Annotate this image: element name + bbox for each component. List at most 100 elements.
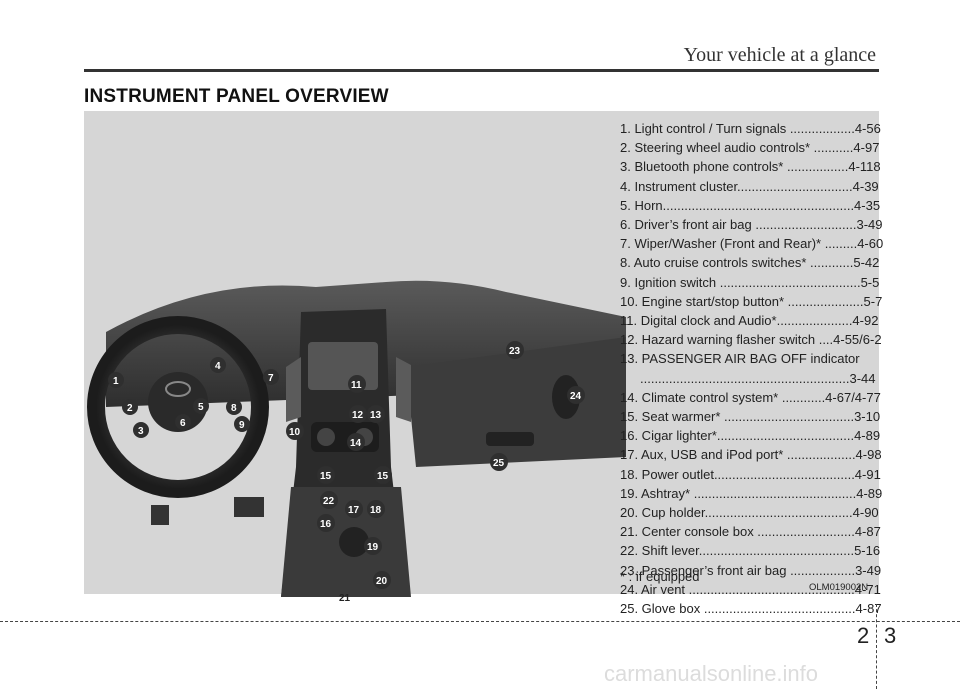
svg-text:21: 21 [339, 593, 351, 604]
chapter-number: 2 [857, 623, 870, 648]
callout-9: 9 [234, 416, 250, 432]
callout-25: 25 [490, 453, 508, 471]
callout-6: 6 [175, 414, 191, 430]
legend-item: 22. Shift lever.........................… [620, 543, 881, 559]
callout-5: 5 [193, 398, 209, 414]
legend-list: 1. Light control / Turn signals ........… [620, 119, 884, 618]
callout-15a: 15 [317, 466, 335, 484]
brake-pedal [151, 505, 169, 525]
callout-18: 18 [367, 500, 385, 518]
legend-item: 8. Auto cruise controls switches* ......… [620, 255, 880, 271]
legend-item: 2. Steering wheel audio controls* ......… [620, 140, 880, 156]
legend-item: 13. PASSENGER AIR BAG OFF indicator ....… [620, 349, 876, 387]
svg-text:16: 16 [320, 519, 332, 530]
legend-item: 12. Hazard warning flasher switch ....4-… [620, 332, 882, 348]
legend-item: 11. Digital clock and Audio*............… [620, 313, 879, 329]
legend-item: 3. Bluetooth phone controls* ...........… [620, 159, 881, 175]
watermark: carmanualsonline.info [604, 661, 819, 686]
left-center-vent [286, 357, 301, 422]
legend-item: 14. Climate control system* ............… [620, 389, 881, 405]
svg-text:22: 22 [323, 496, 335, 507]
page-separator [876, 604, 877, 689]
svg-text:2: 2 [127, 403, 133, 414]
svg-text:12: 12 [352, 410, 364, 421]
svg-text:3: 3 [138, 426, 144, 437]
callout-21: 21 [339, 593, 351, 604]
right-center-vent [396, 357, 411, 422]
callout-4: 4 [210, 357, 226, 373]
callout-2: 2 [122, 399, 138, 415]
section-header: Your vehicle at a glance [683, 44, 876, 66]
legend-item: 10. Engine start/stop button* ..........… [620, 293, 883, 309]
legend-item: 6. Driver’s front air bag ..............… [620, 217, 883, 233]
footnote: * : if equipped [620, 569, 700, 584]
svg-text:11: 11 [351, 380, 362, 391]
accelerator-pedal [234, 497, 264, 517]
svg-text:23: 23 [509, 346, 521, 357]
svg-text:15: 15 [320, 471, 332, 482]
glove-box-area [406, 337, 626, 467]
legend-item: 24. Air vent ...........................… [620, 581, 881, 597]
callout-15b: 15 [374, 466, 392, 484]
callout-23: 23 [506, 341, 524, 359]
page-number: 3 [884, 623, 897, 648]
callout-22: 22 [320, 491, 338, 509]
side-air-vent [552, 375, 580, 419]
svg-text:8: 8 [231, 403, 237, 414]
svg-text:4: 4 [215, 361, 221, 372]
legend-item: 4. Instrument cluster...................… [620, 178, 879, 194]
svg-text:6: 6 [180, 418, 186, 429]
legend-item: 25. Glove box ..........................… [620, 601, 882, 617]
glove-box-handle [486, 432, 534, 446]
audio-screen [308, 342, 378, 390]
callout-13: 13 [367, 405, 385, 423]
callout-17: 17 [345, 500, 363, 518]
legend-item: 18. Power outlet........................… [620, 466, 881, 482]
callout-11: 11 [348, 375, 366, 393]
svg-text:10: 10 [289, 427, 301, 438]
legend-item: 23. Passenger’s front air bag ..........… [620, 562, 882, 578]
callout-3: 3 [133, 422, 149, 438]
svg-text:1: 1 [113, 376, 119, 387]
svg-text:18: 18 [370, 505, 382, 516]
svg-text:9: 9 [239, 420, 245, 431]
shift-lever [339, 527, 369, 557]
svg-text:24: 24 [570, 391, 582, 402]
callout-12: 12 [349, 405, 367, 423]
svg-text:15: 15 [377, 471, 389, 482]
svg-text:13: 13 [370, 410, 382, 421]
legend-item-text: 13. PASSENGER AIR BAG OFF indicator [620, 351, 860, 367]
figure-panel: 1 2 3 4 5 6 7 8 9 10 11 12 13 14 15 15 1… [84, 111, 879, 604]
svg-text:17: 17 [348, 505, 360, 516]
callout-markers: 1 2 3 4 5 6 7 8 9 10 11 12 13 14 15 15 1… [108, 341, 585, 604]
header-rule [84, 69, 879, 72]
callout-20: 20 [373, 571, 391, 589]
callout-10: 10 [286, 422, 304, 440]
legend-item: 17. Aux, USB and iPod port* ............… [620, 447, 882, 463]
callout-24: 24 [567, 386, 585, 404]
svg-text:7: 7 [268, 373, 274, 384]
legend-item: 1. Light control / Turn signals ........… [620, 121, 881, 136]
callout-14: 14 [347, 433, 365, 451]
legend-item: 9. Ignition switch .....................… [620, 274, 880, 290]
steering-wheel [87, 316, 269, 498]
svg-text:19: 19 [367, 542, 379, 553]
steering-hub [148, 372, 208, 432]
legend-item: 7. Wiper/Washer (Front and Rear)* ......… [620, 236, 884, 252]
legend-item: 16. Cigar lighter*......................… [620, 428, 881, 444]
svg-text:25: 25 [493, 458, 505, 469]
legend-item: 19. Ashtray* ...........................… [620, 485, 883, 501]
footer-rule [0, 621, 960, 622]
page-title: INSTRUMENT PANEL OVERVIEW [84, 86, 389, 107]
svg-text:5: 5 [198, 402, 204, 413]
legend-item: 20. Cup holder..........................… [620, 505, 879, 521]
legend-item: 21. Center console box .................… [620, 524, 881, 540]
svg-text:20: 20 [376, 576, 388, 587]
figure-code: OLM019002N [809, 582, 869, 593]
svg-text:14: 14 [350, 438, 362, 449]
legend-item: 15. Seat warmer* .......................… [620, 409, 881, 425]
legend-item-continuation: ........................................… [640, 370, 876, 386]
callout-7: 7 [263, 369, 279, 385]
callout-8: 8 [226, 399, 242, 415]
legend-item: 5. Horn.................................… [620, 197, 881, 213]
